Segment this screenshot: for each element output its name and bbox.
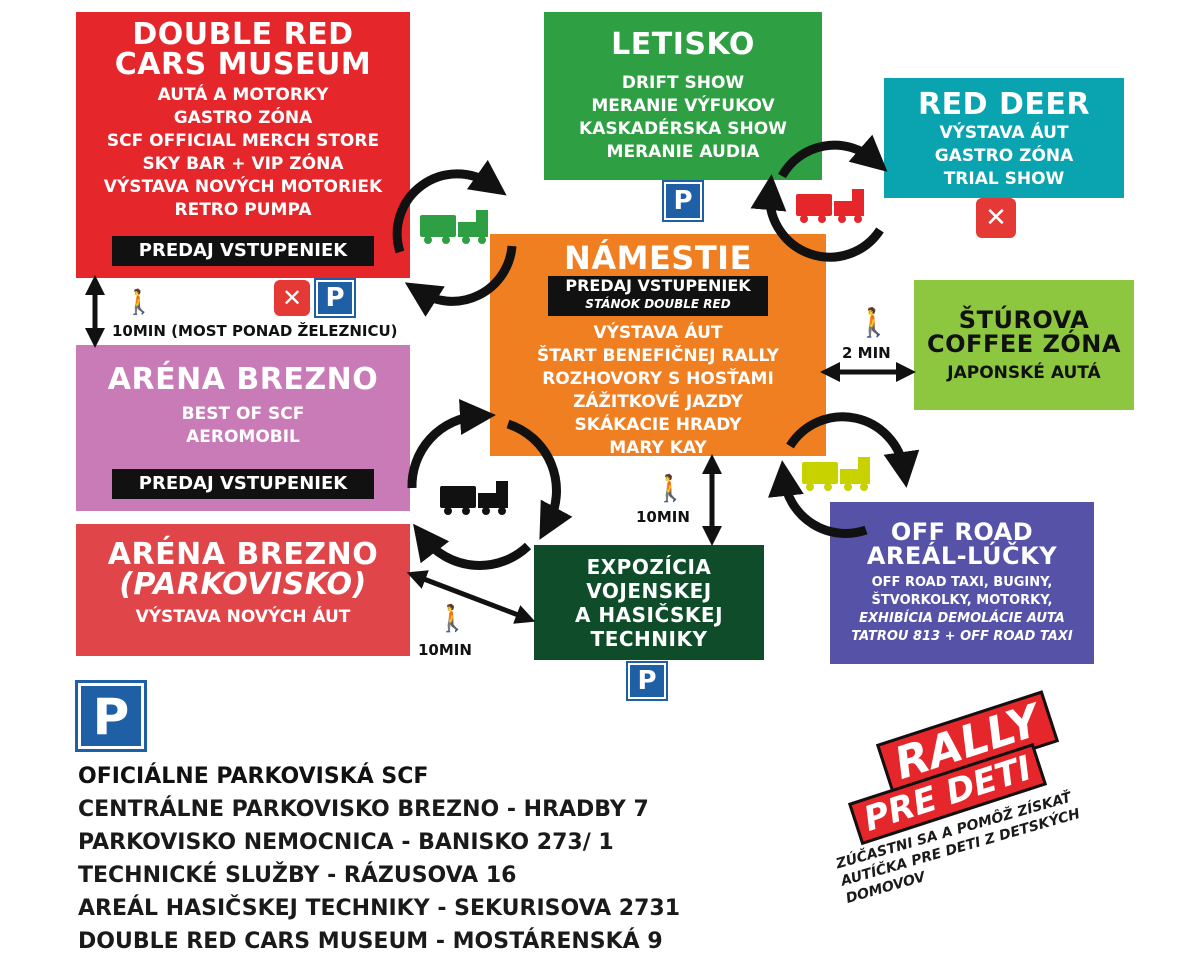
train-icon-black	[440, 481, 508, 515]
parking-list-title: OFICIÁLNE PARKOVISKÁ SCF	[78, 764, 429, 789]
walk-label-namestie-sturova: 2 MIN	[842, 344, 891, 362]
namestie-ticket-label: PREDAJ VSTUPENIEK	[565, 276, 751, 295]
parking-list-item: TECHNICKÉ SLUŽBY - RÁZUSOVA 16	[78, 863, 517, 888]
letisko-title: LETISKO	[611, 27, 755, 62]
namestie-ticket-bar: PREDAJ VSTUPENIEK STÁNOK DOUBLE RED	[548, 276, 768, 316]
offroad-italic-line: TATROU 813 + OFF ROAD TAXI	[851, 629, 1073, 644]
namestie-line: ROZHOVORY S HOSŤAMI	[542, 369, 774, 389]
museum-ticket-bar: PREDAJ VSTUPENIEK	[112, 236, 374, 266]
reddeer-line: TRIAL SHOW	[943, 169, 1065, 189]
letisko-line: MERANIE VÝFUKOV	[591, 96, 775, 116]
offroad-line: OFF ROAD TAXI, BUGINY,	[871, 575, 1053, 590]
expo-line: VOJENSKEJ	[586, 579, 712, 603]
expo-line: EXPOZÍCIA	[586, 555, 712, 579]
arenapark-title-2: (PARKOVISKO)	[119, 567, 367, 602]
arenapark-box: ARÉNA BREZNO (PARKOVISKO) VÝSTAVA NOVÝCH…	[76, 524, 410, 656]
namestie-line: ŠTART BENEFIČNEJ RALLY	[536, 346, 779, 366]
museum-line: GASTRO ZÓNA	[173, 108, 313, 128]
letisko-line: MERANIE AUDIA	[606, 142, 760, 162]
arena-line: AEROMOBIL	[186, 427, 300, 447]
museum-title-2: CARS MUSEUM	[114, 47, 372, 82]
letisko-line: KASKADÉRSKA SHOW	[579, 119, 787, 139]
walking-person-icon: 🚶	[124, 288, 154, 316]
arena-line: BEST OF SCF	[181, 404, 305, 424]
walk-label-museum-arena: 10MIN (MOST PONAD ŽELEZNICU)	[112, 322, 398, 340]
museum-box: DOUBLE RED CARS MUSEUM AUTÁ A MOTORKY GA…	[76, 12, 410, 278]
museum-title-1: DOUBLE RED	[132, 17, 354, 52]
parking-list-item: CENTRÁLNE PARKOVISKO BREZNO - HRADBY 7	[78, 797, 649, 822]
parking-icon: P	[626, 661, 668, 701]
walk-label-namestie-expo: 10MIN	[636, 508, 690, 526]
expo-line: A HASIČSKEJ	[574, 603, 724, 627]
train-icon-yellow	[802, 457, 870, 491]
sturova-title-2: COFFEE ZÓNA	[927, 330, 1121, 358]
namestie-box: NÁMESTIE PREDAJ VSTUPENIEK STÁNOK DOUBLE…	[490, 234, 826, 458]
train-icon-green	[420, 210, 488, 244]
offroad-italic-line: EXHIBÍCIA DEMOLÁCIE AUTA	[859, 611, 1065, 626]
namestie-line: MARY KAY	[609, 438, 707, 458]
offroad-title-1: OFF ROAD	[890, 518, 1034, 546]
arena-ticket-bar: PREDAJ VSTUPENIEK	[112, 469, 374, 499]
sturova-title-1: ŠTÚROVA	[958, 306, 1090, 334]
parking-list: OFICIÁLNE PARKOVISKÁ SCF CENTRÁLNE PARKO…	[78, 760, 680, 958]
expo-box: EXPOZÍCIA VOJENSKEJ A HASIČSKEJ TECHNIKY	[534, 545, 764, 660]
reddeer-box: RED DEER VÝSTAVA ÁUT GASTRO ZÓNA TRIAL S…	[884, 78, 1124, 198]
walking-person-icon: 🚶	[654, 474, 687, 504]
expo-line: TECHNIKY	[590, 627, 708, 651]
parking-icon: P	[662, 180, 704, 222]
museum-line: VÝSTAVA NOVÝCH MOTORIEK	[103, 177, 383, 197]
reddeer-title: RED DEER	[918, 87, 1090, 122]
offroad-title-2: AREÁL-LÚČKY	[866, 542, 1058, 570]
sturova-box: ŠTÚROVA COFFEE ZÓNA JAPONSKÉ AUTÁ	[914, 280, 1134, 410]
arenapark-title-1: ARÉNA BREZNO	[107, 537, 379, 572]
parking-list-item: DOUBLE RED CARS MUSEUM - MOSTÁRENSKÁ 9	[78, 929, 663, 954]
namestie-ticket-sub: STÁNOK DOUBLE RED	[585, 297, 731, 311]
namestie-line: ZÁŽITKOVÉ JAZDY	[573, 392, 743, 412]
offroad-line: ŠTVORKOLKY, MOTORKY,	[871, 593, 1053, 608]
restaurant-icon: ✕	[976, 198, 1016, 238]
parking-icon-large: P	[75, 680, 147, 752]
museum-line: SKY BAR + VIP ZÓNA	[142, 154, 344, 174]
museum-line: AUTÁ A MOTORKY	[157, 85, 329, 105]
parking-icon: P	[314, 278, 356, 318]
parking-list-item: PARKOVISKO NEMOCNICA - BANISKO 273/ 1	[78, 830, 614, 855]
museum-line: SCF OFFICIAL MERCH STORE	[106, 131, 380, 151]
offroad-box: OFF ROAD AREÁL-LÚČKY OFF ROAD TAXI, BUGI…	[830, 502, 1094, 664]
letisko-box: LETISKO DRIFT SHOW MERANIE VÝFUKOV KASKA…	[544, 12, 822, 180]
parking-list-item: AREÁL HASIČSKEJ TECHNIKY - SEKURISOVA 27…	[78, 896, 681, 921]
reddeer-line: VÝSTAVA ÁUT	[939, 123, 1069, 143]
train-icon-red	[796, 189, 864, 223]
namestie-line: VÝSTAVA ÁUT	[593, 323, 723, 343]
arena-box: ARÉNA BREZNO BEST OF SCF AEROMOBIL PREDA…	[76, 345, 410, 511]
sturova-line: JAPONSKÉ AUTÁ	[947, 363, 1101, 383]
walking-person-icon: 🚶	[436, 604, 469, 634]
walk-label-arenapark-expo: 10MIN	[418, 641, 472, 659]
walking-person-icon: 🚶	[856, 306, 891, 339]
namestie-title: NÁMESTIE	[564, 239, 752, 277]
arenapark-line: VÝSTAVA NOVÝCH ÁUT	[135, 607, 351, 627]
namestie-line: SKÁKACIE HRADY	[574, 415, 742, 435]
museum-line: RETRO PUMPA	[174, 200, 312, 220]
letisko-line: DRIFT SHOW	[621, 73, 745, 93]
reddeer-line: GASTRO ZÓNA	[934, 146, 1074, 166]
arena-title: ARÉNA BREZNO	[107, 362, 379, 397]
restaurant-icon: ✕	[274, 280, 310, 316]
